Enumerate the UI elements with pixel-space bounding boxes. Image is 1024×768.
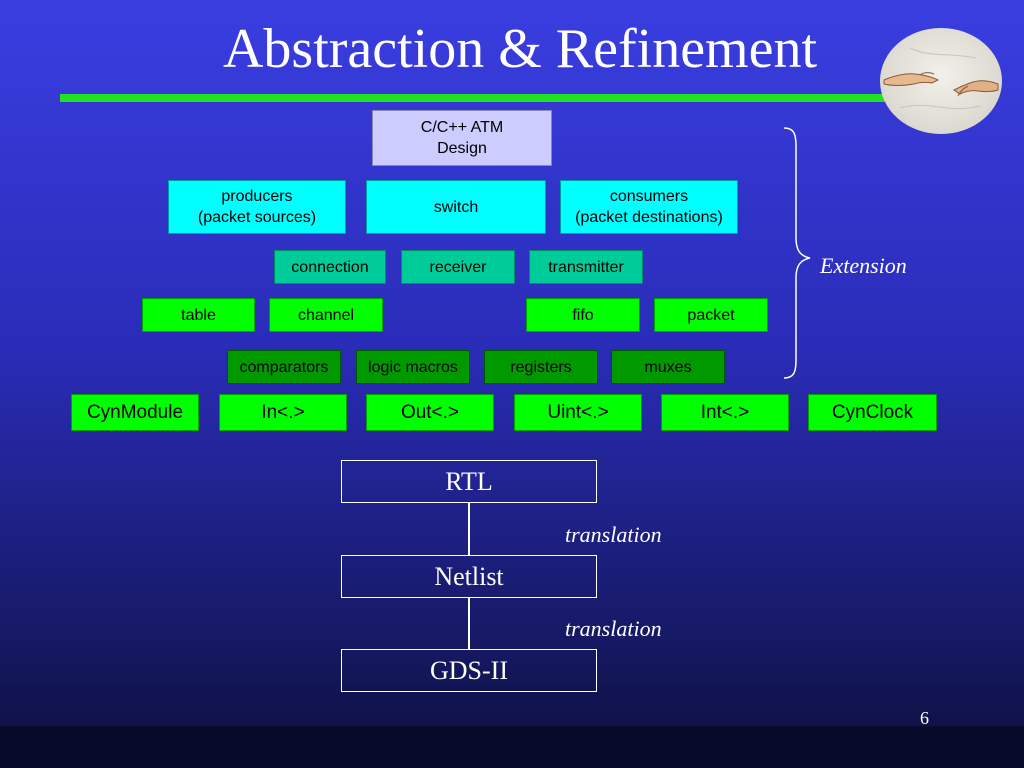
netlist-gds-connector [468, 598, 470, 649]
registers-box: registers [484, 350, 598, 384]
muxes-box: muxes [611, 350, 725, 384]
extension-brace [783, 127, 811, 379]
receiver-box: receiver [401, 250, 515, 284]
translation-label-2: translation [565, 616, 662, 641]
footer-band [0, 726, 1024, 768]
consumers-box: consumers (packet destinations) [560, 180, 738, 234]
table-box: table [142, 298, 255, 332]
producers-box: producers (packet sources) [168, 180, 346, 234]
cynclock-box: CynClock [808, 394, 937, 431]
channel-box: channel [269, 298, 383, 332]
connection-box: connection [274, 250, 386, 284]
gds-ii-box: GDS-II [341, 649, 597, 692]
fifo-box: fifo [526, 298, 640, 332]
out-box: Out<.> [366, 394, 494, 431]
rtl-box: RTL [341, 460, 597, 503]
page-number: 6 [920, 708, 929, 728]
comparators-box: comparators [227, 350, 341, 384]
translation-label-1: translation [565, 522, 662, 547]
uint-box: Uint<.> [514, 394, 642, 431]
switch-box: switch [366, 180, 546, 234]
creation-of-adam-hands-icon [880, 28, 1002, 134]
cynmodule-box: CynModule [71, 394, 199, 431]
extension-label: Extension [820, 253, 907, 278]
title-underline [60, 94, 910, 102]
slide-title: Abstraction & Refinement [222, 18, 818, 80]
atm-design-box: C/C++ ATM Design [372, 110, 552, 166]
logic-macros-box: logic macros [356, 350, 470, 384]
in-box: In<.> [219, 394, 347, 431]
rtl-netlist-connector [468, 503, 470, 555]
packet-box: packet [654, 298, 768, 332]
transmitter-box: transmitter [529, 250, 643, 284]
netlist-box: Netlist [341, 555, 597, 598]
int-box: Int<.> [661, 394, 789, 431]
